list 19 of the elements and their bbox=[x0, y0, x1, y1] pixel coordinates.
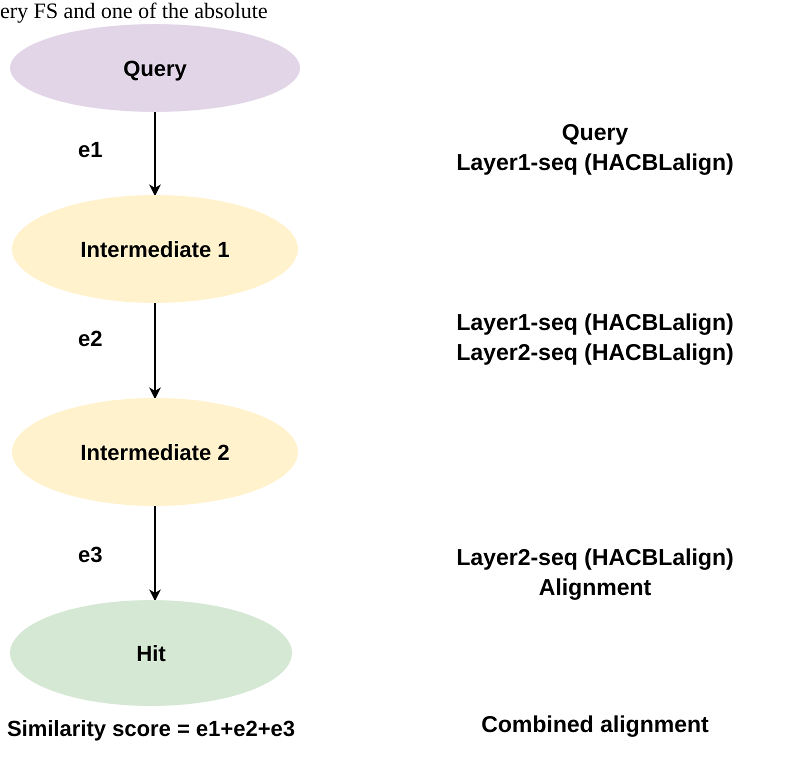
node-label: Intermediate 1 bbox=[80, 236, 230, 264]
node-label: Hit bbox=[136, 640, 166, 668]
arrow bbox=[149, 112, 161, 196]
node-label: Query bbox=[123, 54, 187, 83]
cropped-text-line: ery FS and one of the absolute bbox=[0, 0, 268, 22]
arrow bbox=[149, 506, 161, 602]
annotation-text: Layer1-seq (HACBLalign) bbox=[455, 148, 735, 177]
annotation-text: Query bbox=[560, 118, 630, 147]
annotation-text: Alignment bbox=[538, 573, 652, 602]
edge-label: e3 bbox=[78, 541, 102, 569]
arrow bbox=[149, 303, 161, 400]
annotation-text: Layer2-seq (HACBLalign) bbox=[455, 543, 735, 572]
annotation-text: Layer2-seq (HACBLalign) bbox=[455, 338, 735, 367]
node-label: Intermediate 2 bbox=[80, 438, 230, 466]
annotation-text: Combined alignment bbox=[480, 710, 710, 739]
edge-label: e1 bbox=[78, 136, 102, 164]
edge-label: e2 bbox=[78, 325, 102, 353]
node-caption: Similarity score = e1+e2+e3 bbox=[6, 715, 296, 743]
annotation-text: Layer1-seq (HACBLalign) bbox=[455, 308, 735, 337]
